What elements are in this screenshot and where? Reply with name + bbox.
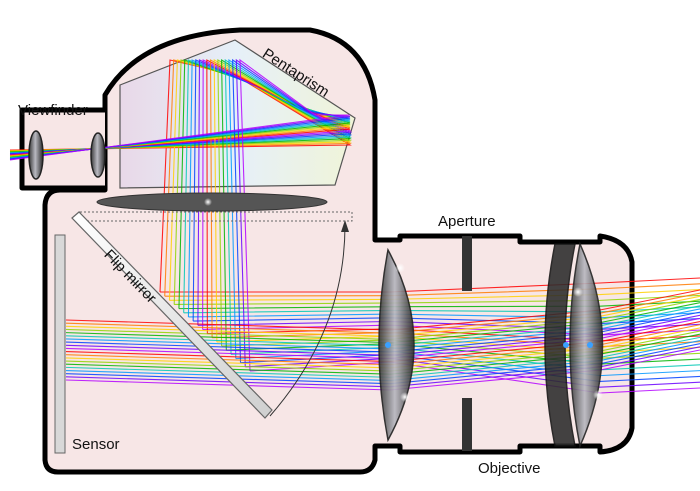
ray-incoming bbox=[160, 277, 700, 293]
viewfinder-lens-1 bbox=[28, 130, 44, 180]
ray-sensor bbox=[65, 317, 700, 359]
sensor-label: Sensor bbox=[72, 436, 120, 453]
ray-incoming bbox=[249, 361, 700, 394]
ray-incoming bbox=[240, 354, 700, 382]
flip-mirror bbox=[71, 211, 273, 419]
ray-viewfinder bbox=[9, 58, 351, 367]
ray-sensor bbox=[65, 311, 700, 353]
ray-sensor bbox=[65, 346, 700, 388]
ray-sensor bbox=[65, 324, 700, 366]
ray-sensor bbox=[65, 295, 700, 337]
viewfinder-lens-2 bbox=[90, 132, 106, 178]
ray-viewfinder bbox=[9, 58, 351, 355]
ray-incoming bbox=[197, 320, 700, 330]
ray-sensor bbox=[65, 308, 700, 350]
ray-sensor bbox=[65, 289, 700, 331]
ray-viewfinder bbox=[9, 58, 351, 363]
arc-arrowhead bbox=[341, 220, 349, 232]
objective-label: Objective bbox=[478, 460, 541, 477]
objective-lens-rear bbox=[544, 243, 576, 447]
lens-sparkles bbox=[204, 198, 603, 402]
ray-viewfinder bbox=[9, 58, 351, 359]
ray-incoming bbox=[169, 289, 700, 301]
ray-sensor bbox=[65, 302, 700, 344]
sensor bbox=[54, 234, 66, 454]
ray-sensor bbox=[65, 298, 700, 341]
aperture-blade-top bbox=[462, 236, 472, 291]
ray-incoming bbox=[164, 283, 700, 297]
ray-sensor bbox=[65, 292, 700, 334]
ray-sensor bbox=[65, 314, 700, 356]
ray-sensor bbox=[65, 349, 700, 391]
ray-sensor bbox=[65, 305, 700, 347]
ray-viewfinder bbox=[9, 58, 351, 372]
mirror-swing-arc bbox=[269, 224, 346, 417]
ray-incoming bbox=[231, 346, 700, 371]
ray-sensor bbox=[65, 327, 700, 369]
aperture-blade-bottom bbox=[462, 398, 472, 451]
light-rays bbox=[9, 58, 700, 394]
ray-incoming bbox=[193, 317, 700, 325]
ray-sensor bbox=[65, 321, 700, 363]
viewfinder-label: Viewfinder bbox=[18, 102, 88, 119]
aperture-label: Aperture bbox=[438, 213, 496, 230]
ray-incoming bbox=[174, 294, 700, 306]
